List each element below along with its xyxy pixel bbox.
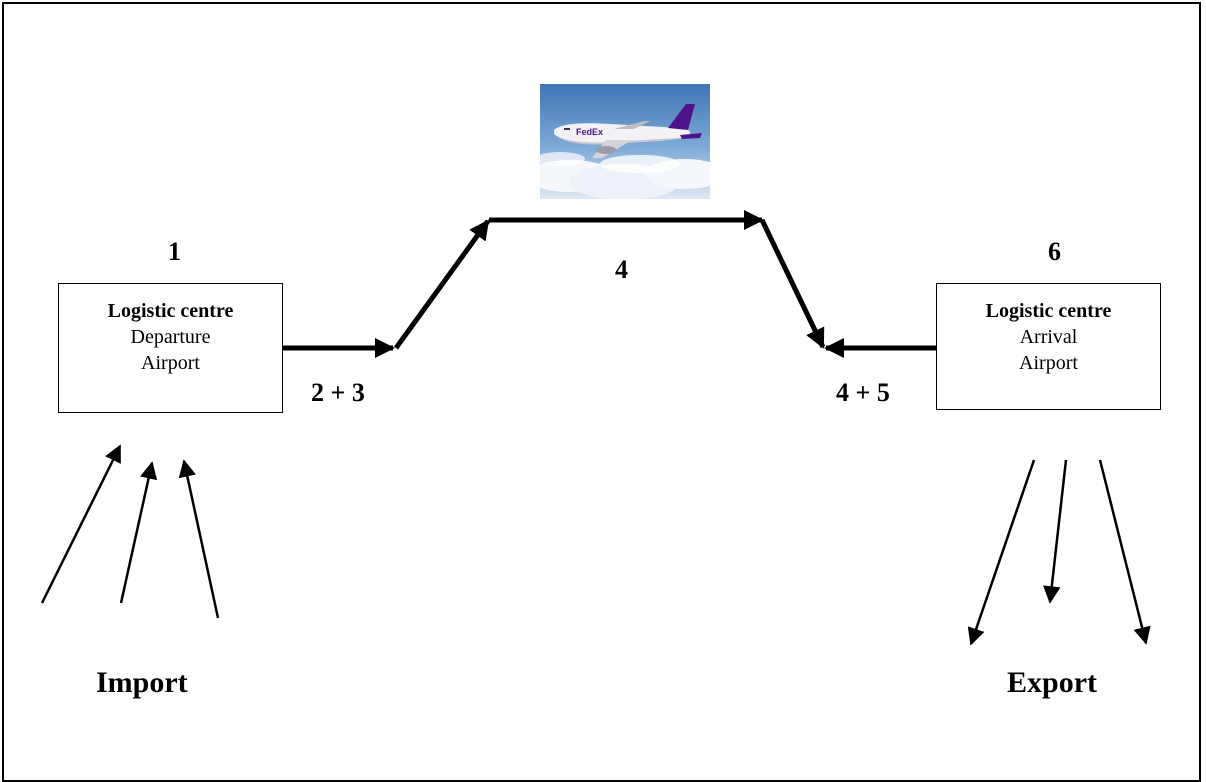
arrival-centre-line1: Arrival: [1019, 326, 1078, 348]
step-number-arrival: 6: [1048, 237, 1061, 266]
export-arrow-3: [1098, 459, 1151, 645]
arrow-takeoff: [393, 219, 491, 350]
airplane-photo: FedEx: [540, 84, 710, 199]
left-leg-label: 2 + 3: [311, 378, 365, 407]
right-leg-label: 4 + 5: [836, 378, 890, 407]
departure-centre-line1: Departure: [130, 326, 211, 348]
departure-logistic-centre: Logistic centre Departure Airport: [58, 283, 283, 413]
import-arrow-1: [40, 444, 122, 604]
import-label: Import: [96, 666, 188, 699]
plane-logo-text: FedEx: [576, 127, 603, 137]
arrow-landing: [759, 218, 826, 349]
departure-centre-title: Logistic centre: [107, 300, 234, 322]
arrival-centre-title: Logistic centre: [985, 300, 1112, 322]
arrival-logistic-centre: Logistic centre Arrival Airport: [936, 283, 1161, 410]
departure-centre-line2: Airport: [141, 352, 200, 374]
export-label: Export: [1007, 666, 1097, 699]
import-arrow-2: [119, 461, 158, 604]
export-arrow-1: [967, 459, 1036, 646]
arrival-centre-line2: Airport: [1019, 352, 1078, 374]
step-number-flight: 4: [615, 255, 628, 284]
step-number-departure: 1: [168, 237, 181, 266]
export-arrow-2: [1043, 459, 1068, 604]
import-arrow-3: [178, 459, 220, 619]
